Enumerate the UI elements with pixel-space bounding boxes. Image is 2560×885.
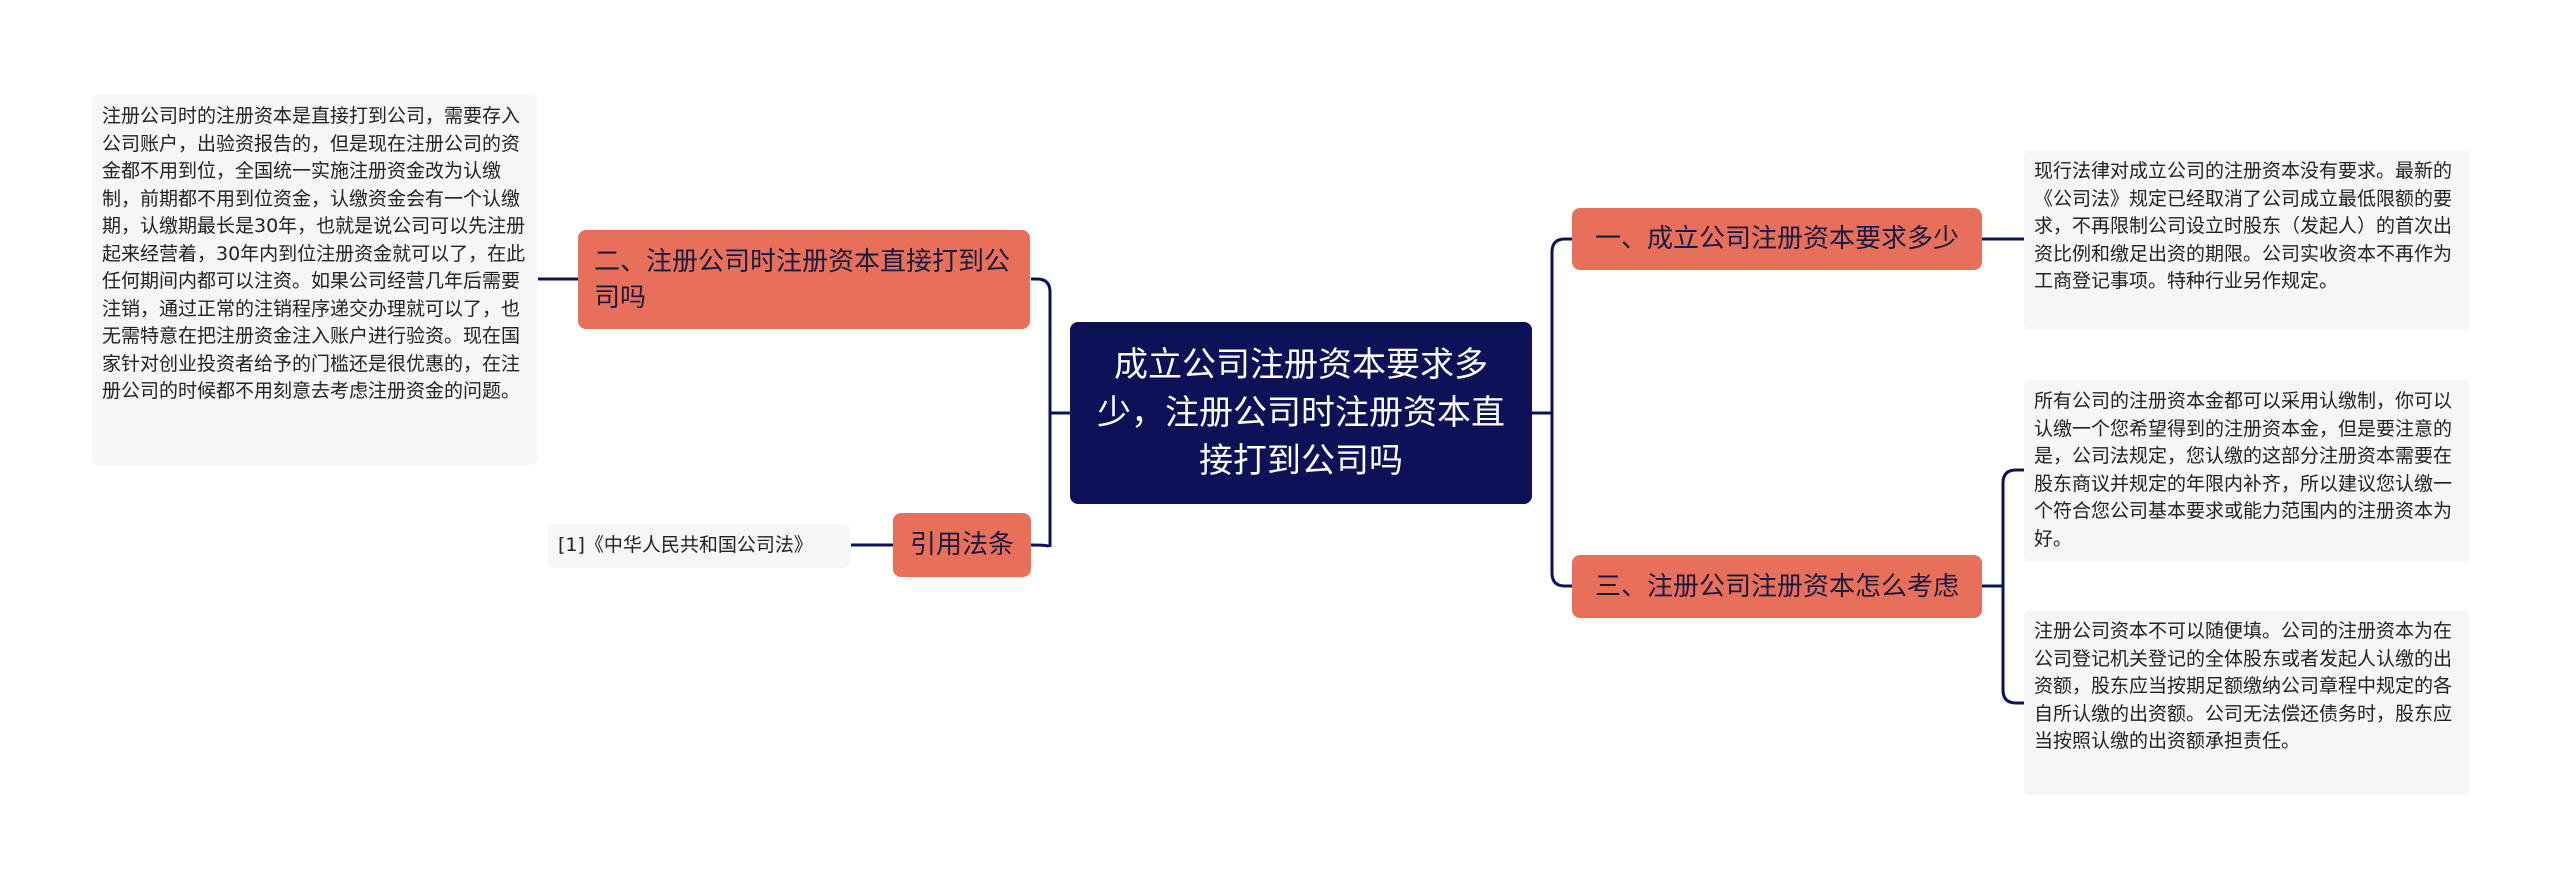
branch-capital-consideration[interactable]: 三、注册公司注册资本怎么考虑 [1572,555,1982,618]
branch-capital-consideration-label: 三、注册公司注册资本怎么考虑 [1594,571,1959,602]
root-topic[interactable]: 成立公司注册资本要求多少，注册公司时注册资本直接打到公司吗 [1070,322,1532,504]
connector-b3-leaves [1982,468,2024,705]
leaf-direct-deposit-detail[interactable]: 注册公司时的注册资本是直接打到公司，需要存入公司账户，出验资报告的，但是现在注册… [92,95,537,465]
leaf-subscription-system[interactable]: 所有公司的注册资本金都可以采用认缴制，你可以认缴一个您希望得到的注册资本金，但是… [2024,380,2470,562]
branch-direct-deposit-label: 二、注册公司时注册资本直接打到公司吗 [594,246,1011,313]
leaf-capital-not-arbitrary[interactable]: 注册公司资本不可以随便填。公司的注册资本为在公司登记机关登记的全体股东或者发起人… [2024,610,2470,795]
branch-capital-requirement[interactable]: 一、成立公司注册资本要求多少 [1572,208,1982,270]
connector-root-right [1532,237,1572,588]
branch-direct-deposit[interactable]: 二、注册公司时注册资本直接打到公司吗 [578,230,1030,329]
leaf-capital-requirement-text: 现行法律对成立公司的注册资本没有要求。最新的《公司法》规定已经取消了公司成立最低… [2034,160,2453,292]
root-topic-text: 成立公司注册资本要求多少，注册公司时注册资本直接打到公司吗 [1097,345,1505,481]
leaf-law-citation-text: [1]《中华人民共和国公司法》 [558,534,813,557]
branch-capital-requirement-label: 一、成立公司注册资本要求多少 [1594,224,1959,254]
branch-cited-law[interactable]: 引用法条 [893,513,1031,577]
connector-root-left [1030,277,1070,548]
leaf-law-citation[interactable]: [1]《中华人民共和国公司法》 [548,524,850,568]
branch-cited-law-label: 引用法条 [909,530,1014,560]
leaf-capital-not-arbitrary-text: 注册公司资本不可以随便填。公司的注册资本为在公司登记机关登记的全体股东或者发起人… [2034,620,2453,752]
leaf-subscription-system-text: 所有公司的注册资本金都可以采用认缴制，你可以认缴一个您希望得到的注册资本金，但是… [2034,390,2453,550]
leaf-direct-deposit-text: 注册公司时的注册资本是直接打到公司，需要存入公司账户，出验资报告的，但是现在注册… [102,105,526,402]
leaf-capital-requirement-detail[interactable]: 现行法律对成立公司的注册资本没有要求。最新的《公司法》规定已经取消了公司成立最低… [2024,150,2470,330]
